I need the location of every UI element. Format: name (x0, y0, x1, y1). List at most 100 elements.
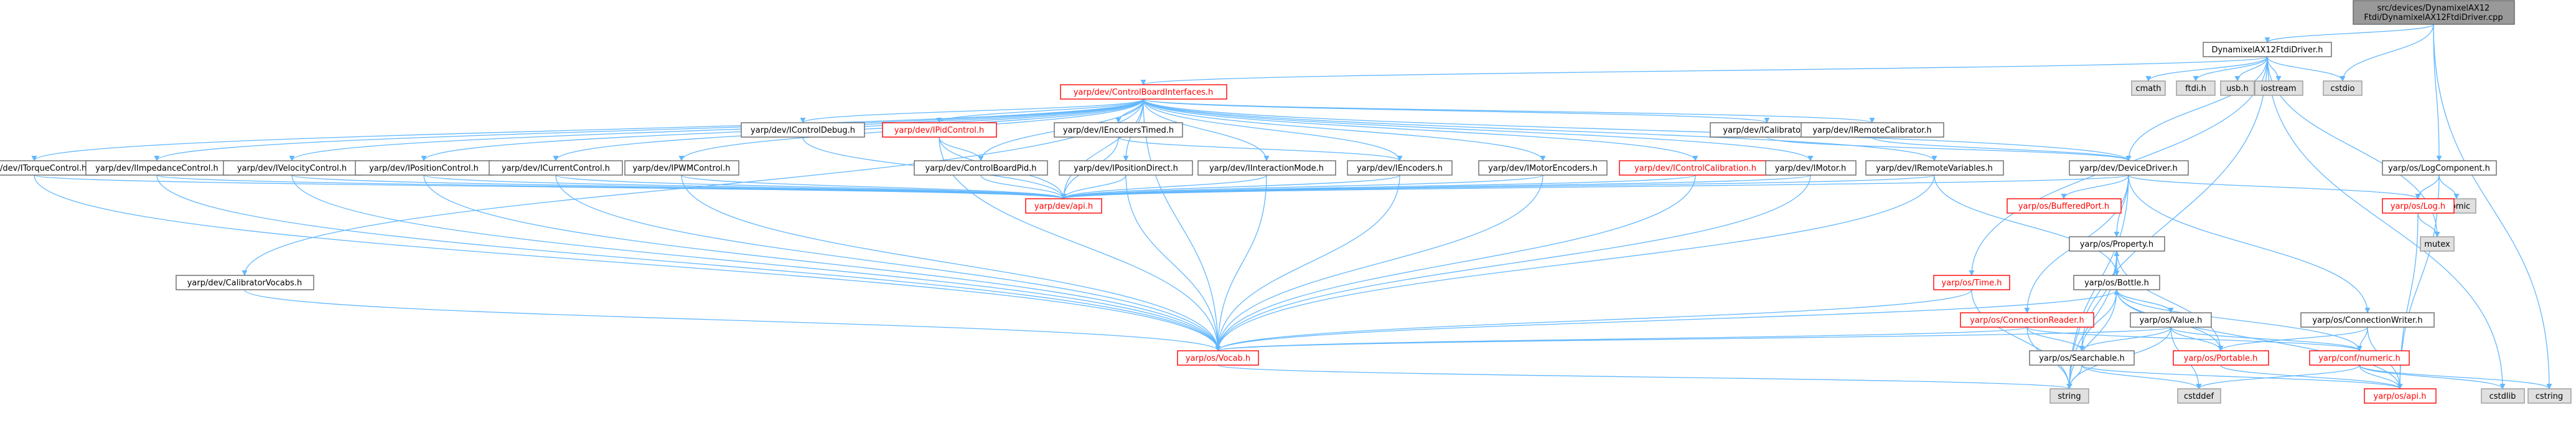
edge-cbi-to-devdrv (1143, 98, 2132, 161)
node-icdebug[interactable]: yarp/dev/IControlDebug.h (741, 122, 865, 138)
edge-cbi-to-itorque (31, 98, 1144, 161)
node-cstring: cstring (2527, 388, 2572, 404)
node-cbpid[interactable]: yarp/dev/ControlBoardPid.h (914, 160, 1048, 176)
node-ienc-label: yarp/dev/IEncoders.h (1357, 164, 1443, 173)
node-icontcal[interactable]: yarp/dev/IControlCalibration.h (1619, 160, 1772, 176)
node-dyn_h[interactable]: DynamixelAX12FtdiDriver.h (2203, 42, 2332, 57)
edge-root-to-dyn_h (2264, 24, 2434, 43)
edge-dyn_h-to-usb (2234, 56, 2268, 82)
edge-numeric-to-cstdlib (2359, 364, 2506, 389)
edge-value-to-bottle (2114, 289, 2171, 313)
node-string-box (2049, 388, 2089, 404)
node-cbpid-label: yarp/dev/ControlBoardPid.h (925, 164, 1037, 173)
node-property[interactable]: yarp/os/Property.h (2069, 236, 2165, 252)
node-connreader[interactable]: yarp/os/ConnectionReader.h (1960, 312, 2094, 328)
node-imotenc-box (1478, 160, 1608, 176)
node-property-box (2069, 236, 2165, 252)
node-connwriter[interactable]: yarp/os/ConnectionWriter.h (2300, 312, 2435, 328)
edge-dyn_h-to-ftdi (2193, 56, 2268, 82)
node-iimped[interactable]: yarp/dev/IImpedanceControl.h (85, 160, 229, 176)
edge-iremvar-to-vocab (1215, 174, 1935, 351)
node-logcomp[interactable]: yarp/os/LogComponent.h (2382, 160, 2497, 176)
edge-ipos-to-vocab (423, 174, 1221, 351)
edge-ienctimed-to-ienc (1118, 136, 1403, 161)
node-devapi[interactable]: yarp/dev/api.h (1025, 198, 1102, 214)
node-cstddef-box (2177, 388, 2221, 404)
edge-ostime-to-string (1971, 289, 2073, 389)
node-ienctimed[interactable]: yarp/dev/IEncodersTimed.h (1054, 122, 1183, 138)
edge-icontcal-to-vocab (1215, 174, 1696, 351)
node-portable[interactable]: yarp/os/Portable.h (2173, 350, 2269, 366)
node-oslog-label: yarp/os/Log.h (2391, 202, 2445, 211)
node-icdebug-box (741, 122, 865, 138)
node-devdrv[interactable]: yarp/dev/DeviceDriver.h (2069, 160, 2189, 176)
node-calvocab[interactable]: yarp/dev/CalibratorVocabs.h (176, 275, 314, 290)
node-iremcal[interactable]: yarp/dev/IRemoteCalibrator.h (1801, 122, 1944, 138)
node-iinter-label: yarp/dev/IInteractionMode.h (1209, 164, 1324, 173)
edge-root-to-logcomp (2433, 24, 2442, 161)
node-oslog[interactable]: yarp/os/Log.h (2382, 198, 2455, 214)
edge-logcomp-to-atomic (2438, 174, 2460, 199)
node-ienc[interactable]: yarp/dev/IEncoders.h (1347, 160, 1453, 176)
edge-ostime-to-vocab (1215, 289, 1972, 351)
edge-iposdirect-to-vocab (1125, 174, 1221, 351)
node-osapi-label: yarp/os/api.h (2374, 392, 2427, 401)
node-vocab[interactable]: yarp/os/Vocab.h (1177, 350, 1259, 366)
node-root[interactable]: src/devices/DynamixelAX12Ftdi/DynamixelA… (2353, 0, 2515, 25)
edge-devdrv-to-connwriter (2128, 174, 2371, 313)
node-cstdlib: cstdlib (2481, 388, 2525, 404)
node-bottle-label: yarp/os/Bottle.h (2084, 279, 2149, 288)
node-cbi-box (1060, 84, 1227, 100)
edge-imotor-to-devapi (1061, 174, 1811, 199)
node-cbi[interactable]: yarp/dev/ControlBoardInterfaces.h (1060, 84, 1227, 100)
edges-layer (31, 24, 2552, 389)
edge-logcomp-to-oslog (2415, 174, 2440, 199)
node-numeric[interactable]: yarp/conf/numeric.h (2309, 350, 2410, 366)
node-connwriter-label: yarp/os/ConnectionWriter.h (2312, 316, 2422, 325)
node-bottle[interactable]: yarp/os/Bottle.h (2073, 275, 2160, 290)
node-imotor[interactable]: yarp/dev/IMotor.h (1765, 160, 1857, 176)
node-cstdio-box (2323, 80, 2363, 96)
node-searchable[interactable]: yarp/os/Searchable.h (2029, 350, 2135, 366)
edge-ipwm-to-vocab (681, 174, 1221, 351)
edge-iimped-to-vocab (156, 174, 1221, 351)
node-iinter[interactable]: yarp/dev/IInteractionMode.h (1197, 160, 1336, 176)
node-root-label: src/devices/DynamixelAX12 (2377, 4, 2490, 13)
node-bufport[interactable]: yarp/os/BufferedPort.h (2007, 198, 2122, 214)
node-ienctimed-box (1054, 122, 1183, 138)
edge-bottle-to-string (2066, 289, 2117, 389)
nodes-layer: src/devices/DynamixelAX12Ftdi/DynamixelA… (0, 0, 2572, 404)
edge-dyn_h-to-cmath (2145, 56, 2268, 82)
edge-connreader-to-vocab (1215, 326, 2028, 351)
edge-ipid-to-vocab (939, 136, 1221, 351)
edge-cbi-to-icdebug (800, 98, 1144, 123)
node-logcomp-label: yarp/os/LogComponent.h (2388, 164, 2490, 173)
edge-cbi-to-iremcal (1143, 98, 1875, 123)
node-ostime[interactable]: yarp/os/Time.h (1933, 275, 2010, 290)
node-imotenc[interactable]: yarp/dev/IMotorEncoders.h (1478, 160, 1608, 176)
edge-itorque-to-vocab (34, 174, 1221, 351)
node-iremvar[interactable]: yarp/dev/IRemoteVariables.h (1865, 160, 2004, 176)
node-value[interactable]: yarp/os/Value.h (2130, 312, 2212, 328)
node-osapi[interactable]: yarp/os/api.h (2364, 388, 2437, 404)
node-icalib[interactable]: yarp/dev/ICalibrator.h (1710, 122, 1825, 138)
node-devdrv-label: yarp/dev/DeviceDriver.h (2079, 164, 2178, 173)
edge-dyn_h-to-devdrv (2125, 56, 2268, 161)
node-iremvar-label: yarp/dev/IRemoteVariables.h (1876, 164, 1993, 173)
node-oslog-box (2382, 198, 2455, 214)
node-ipid[interactable]: yarp/dev/IPidControl.h (882, 122, 997, 138)
edge-ivel-to-devapi (291, 174, 1067, 199)
node-icur[interactable]: yarp/dev/ICurrentControl.h (489, 160, 623, 176)
node-iposdirect[interactable]: yarp/dev/IPositionDirect.h (1059, 160, 1193, 176)
node-ipwm[interactable]: yarp/dev/IPWMControl.h (624, 160, 739, 176)
node-ostime-box (1933, 275, 2010, 290)
node-ostime-label: yarp/os/Time.h (1942, 279, 2002, 288)
node-itorque[interactable]: yarp/dev/ITorqueControl.h (0, 160, 99, 176)
node-ivel[interactable]: yarp/dev/IVelocityControl.h (223, 160, 362, 176)
node-ipos[interactable]: yarp/dev/IPositionControl.h (355, 160, 494, 176)
node-usb: usb.h (2220, 80, 2255, 96)
node-cstdlib-box (2481, 388, 2525, 404)
node-devapi-label: yarp/dev/api.h (1034, 202, 1093, 211)
node-icur-label: yarp/dev/ICurrentControl.h (502, 164, 610, 173)
